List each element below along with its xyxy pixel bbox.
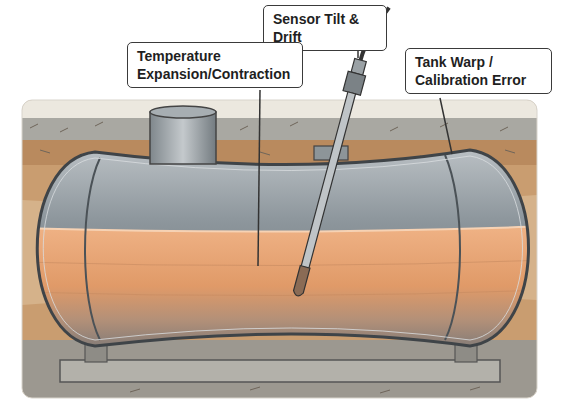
- manway-cap: [150, 106, 216, 118]
- tank-highlight: [43, 156, 522, 340]
- tank-outline: [37, 150, 528, 346]
- probe-tip: [293, 265, 310, 297]
- leader-line: [440, 98, 452, 154]
- probe-nut: [343, 71, 366, 95]
- callout-box: Tank Warp / Calibration Error: [405, 48, 552, 94]
- callout-label: Temperature Expansion/Contraction: [137, 47, 293, 83]
- base-slab: [60, 360, 500, 382]
- callout-box: Temperature Expansion/Contraction: [127, 42, 303, 88]
- liquid-bands: [20, 260, 550, 296]
- manway: [150, 112, 216, 164]
- leader-line: [258, 90, 260, 266]
- probe-rod: [296, 92, 355, 287]
- sky-gap: [22, 100, 537, 120]
- liquid-surface: [20, 226, 550, 232]
- callout-label: Tank Warp / Calibration Error: [415, 53, 542, 89]
- callout-label: Sensor Tilt & Drift: [273, 10, 377, 46]
- tank-seam: [85, 155, 460, 340]
- concrete-top: [22, 118, 537, 140]
